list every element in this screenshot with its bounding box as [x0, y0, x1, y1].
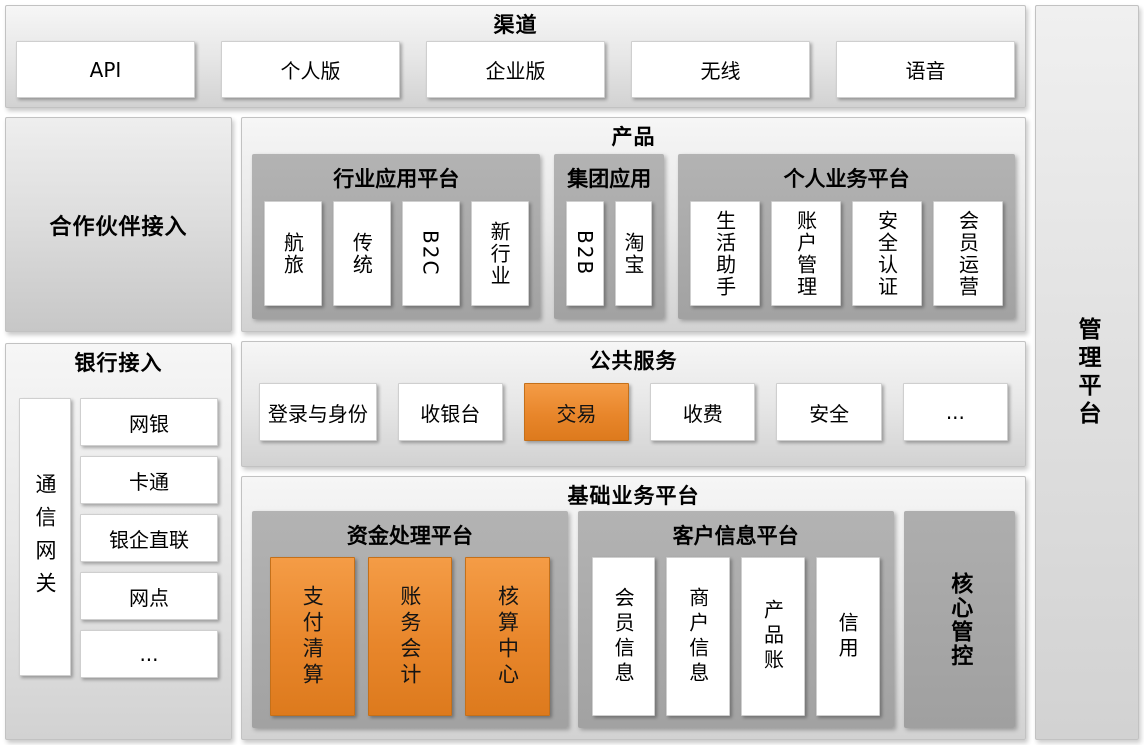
products-title: 产品 [611, 125, 656, 149]
bank-box-card: 卡通 [80, 456, 218, 504]
bank-box-netbank: 网银 [80, 398, 218, 446]
industry-platform-boxes: 航旅 传统 B2C 新行业 [252, 198, 540, 319]
product-box-member-ops: 会员运营 [933, 201, 1003, 306]
personal-platform-boxes: 生活助手 账户管理 安全认证 会员运营 [678, 198, 1015, 319]
product-box-life-assistant: 生活助手 [690, 201, 761, 306]
partner-access-box: 合作伙伴接入 [5, 117, 232, 332]
channels-panel: 渠道 API 个人版 企业版 无线 语音 [5, 5, 1026, 108]
customer-box-product-account: 产品账 [741, 557, 805, 716]
funds-box-payment-clearing: 支付清算 [270, 557, 355, 716]
product-box-traditional: 传统 [332, 201, 391, 306]
middle-area: 合作伙伴接入 银行接入 通信网关 网银 卡通 银企直联 网点 ... [5, 117, 1026, 740]
management-platform-band: 管理平台 [1035, 5, 1139, 740]
public-services-title: 公共服务 [589, 349, 678, 373]
bank-access-content: 通信网关 网银 卡通 银企直联 网点 ... [6, 374, 231, 739]
service-box-cashier: 收银台 [397, 383, 503, 441]
bank-items: 网银 卡通 银企直联 网点 ... [80, 398, 218, 739]
group-app-group: 集团应用 B2B 淘宝 [554, 154, 665, 319]
channel-box-enterprise: 企业版 [426, 41, 605, 98]
funds-box-calc-center: 核算中心 [465, 557, 550, 716]
comm-gateway-box: 通信网关 [19, 398, 71, 676]
customer-info-group: 客户信息平台 会员信息 商户信息 产品账 信用 [577, 511, 894, 728]
main-column: 渠道 API 个人版 企业版 无线 语音 合作伙伴接入 银行接入 通信网关 网银 [5, 5, 1026, 740]
service-box-security: 安全 [776, 383, 882, 441]
bank-access-panel: 银行接入 通信网关 网银 卡通 银企直联 网点 ... [5, 343, 232, 740]
service-box-more: ... [902, 383, 1008, 441]
product-box-b2c: B2C [401, 201, 460, 306]
channels-title: 渠道 [493, 13, 538, 37]
core-control-box: 核心管控 [903, 511, 1015, 728]
product-box-new-industry: 新行业 [470, 201, 529, 306]
product-box-aviation-travel: 航旅 [264, 201, 322, 306]
customer-info-boxes: 会员信息 商户信息 产品账 信用 [578, 555, 894, 728]
service-box-login-identity: 登录与身份 [259, 383, 377, 441]
industry-platform-title: 行业应用平台 [333, 167, 460, 191]
bank-box-more: ... [80, 630, 218, 678]
channel-box-voice: 语音 [836, 41, 1015, 98]
center-column: 产品 行业应用平台 航旅 传统 B2C 新行业 集团应用 [241, 117, 1026, 740]
customer-box-credit: 信用 [815, 557, 880, 716]
group-app-title: 集团应用 [567, 167, 652, 191]
base-platform-row: 资金处理平台 支付清算 账务会计 核算中心 客户信息平台 会员信息 商 [242, 507, 1025, 739]
bank-box-direct-link: 银企直联 [80, 514, 218, 562]
service-box-transaction: 交易 [523, 383, 630, 441]
service-box-charging: 收费 [650, 383, 756, 441]
group-app-boxes: B2B 淘宝 [554, 198, 664, 319]
industry-platform-group: 行业应用平台 航旅 传统 B2C 新行业 [252, 154, 541, 319]
product-box-taobao: 淘宝 [614, 201, 653, 306]
channel-box-wireless: 无线 [631, 41, 810, 98]
product-box-security-auth: 安全认证 [852, 201, 923, 306]
products-panel: 产品 行业应用平台 航旅 传统 B2C 新行业 集团应用 [241, 117, 1026, 332]
public-services-row: 登录与身份 收银台 交易 收费 安全 ... [242, 372, 1025, 441]
funds-processing-title: 资金处理平台 [346, 524, 473, 548]
funds-processing-group: 资金处理平台 支付清算 账务会计 核算中心 [252, 511, 568, 728]
products-groups: 行业应用平台 航旅 传统 B2C 新行业 集团应用 B2B [242, 148, 1025, 331]
bank-access-title: 银行接入 [74, 351, 163, 375]
customer-box-member-info: 会员信息 [591, 557, 656, 716]
personal-platform-group: 个人业务平台 生活助手 账户管理 安全认证 会员运营 [678, 154, 1015, 319]
base-platform-title: 基础业务平台 [567, 484, 700, 508]
product-box-account-mgmt: 账户管理 [771, 201, 842, 306]
product-box-b2b: B2B [566, 201, 604, 306]
channel-box-api: API [16, 41, 195, 98]
bank-box-outlet: 网点 [80, 572, 218, 620]
channels-row: API 个人版 企业版 无线 语音 [6, 36, 1025, 98]
base-platform-panel: 基础业务平台 资金处理平台 支付清算 账务会计 核算中心 客户信息平台 [241, 476, 1026, 740]
funds-box-accounting: 账务会计 [367, 557, 453, 716]
funds-processing-boxes: 支付清算 账务会计 核算中心 [252, 555, 568, 728]
customer-info-title: 客户信息平台 [672, 524, 799, 548]
left-column: 合作伙伴接入 银行接入 通信网关 网银 卡通 银企直联 网点 ... [5, 117, 232, 740]
channel-box-personal: 个人版 [221, 41, 400, 98]
public-services-panel: 公共服务 登录与身份 收银台 交易 收费 安全 ... [241, 341, 1026, 467]
customer-box-merchant-info: 商户信息 [666, 557, 731, 716]
personal-platform-title: 个人业务平台 [783, 167, 910, 191]
